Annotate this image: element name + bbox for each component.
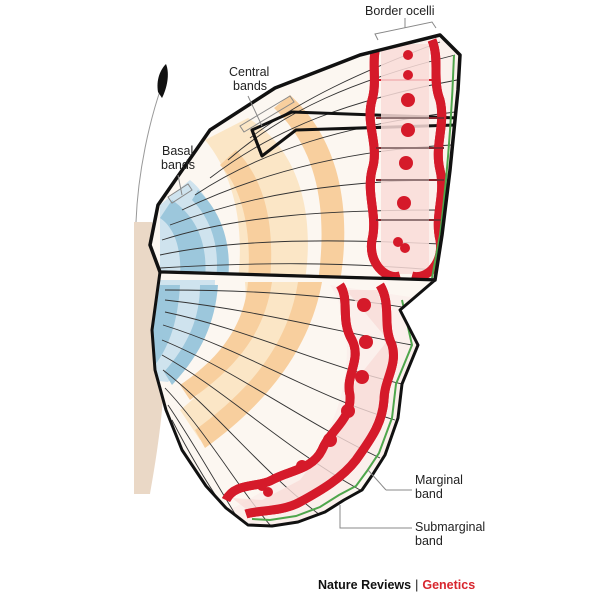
svg-text:band: band [415, 534, 443, 548]
figure-credit: Nature Reviews|Genetics [318, 578, 475, 592]
antenna-club [157, 64, 168, 98]
svg-text:band: band [415, 487, 443, 501]
hindwing-central-band-outer [195, 282, 322, 448]
label-central-bands: Central bands [229, 65, 295, 133]
forewing-basal-band-dark [160, 200, 206, 280]
journal-name: Genetics [422, 578, 476, 592]
svg-text:bands: bands [233, 79, 267, 93]
hindwing-central-band-wide [180, 282, 320, 440]
svg-text:Basal: Basal [162, 144, 193, 158]
hindwing-central-band-inner [180, 282, 272, 400]
forewing-submarginal-line [431, 54, 455, 279]
antenna [135, 87, 162, 223]
label-border-ocelli: Border ocelli [365, 4, 437, 41]
publication-name: Nature Reviews [318, 578, 412, 592]
svg-text:bands: bands [161, 158, 195, 172]
credit-separator: | [415, 578, 419, 592]
forewing-central-band-outer [274, 95, 345, 280]
svg-text:Submarginal: Submarginal [415, 520, 485, 534]
forewing [148, 33, 462, 282]
label-basal-bands: Basal bands [161, 144, 195, 204]
svg-text:Border ocelli: Border ocelli [365, 4, 434, 18]
label-marginal-band: Marginal band [367, 469, 463, 501]
label-submarginal-band: Submarginal band [339, 505, 485, 548]
hindwing-border-ocelli [221, 282, 398, 519]
forewing-central-band-inner [220, 150, 272, 280]
svg-text:Marginal: Marginal [415, 473, 463, 487]
hindwing-marginal-band [251, 299, 414, 522]
forewing-border-ocelli [365, 38, 447, 280]
hindwing [150, 270, 437, 528]
svg-text:Central: Central [229, 65, 269, 79]
